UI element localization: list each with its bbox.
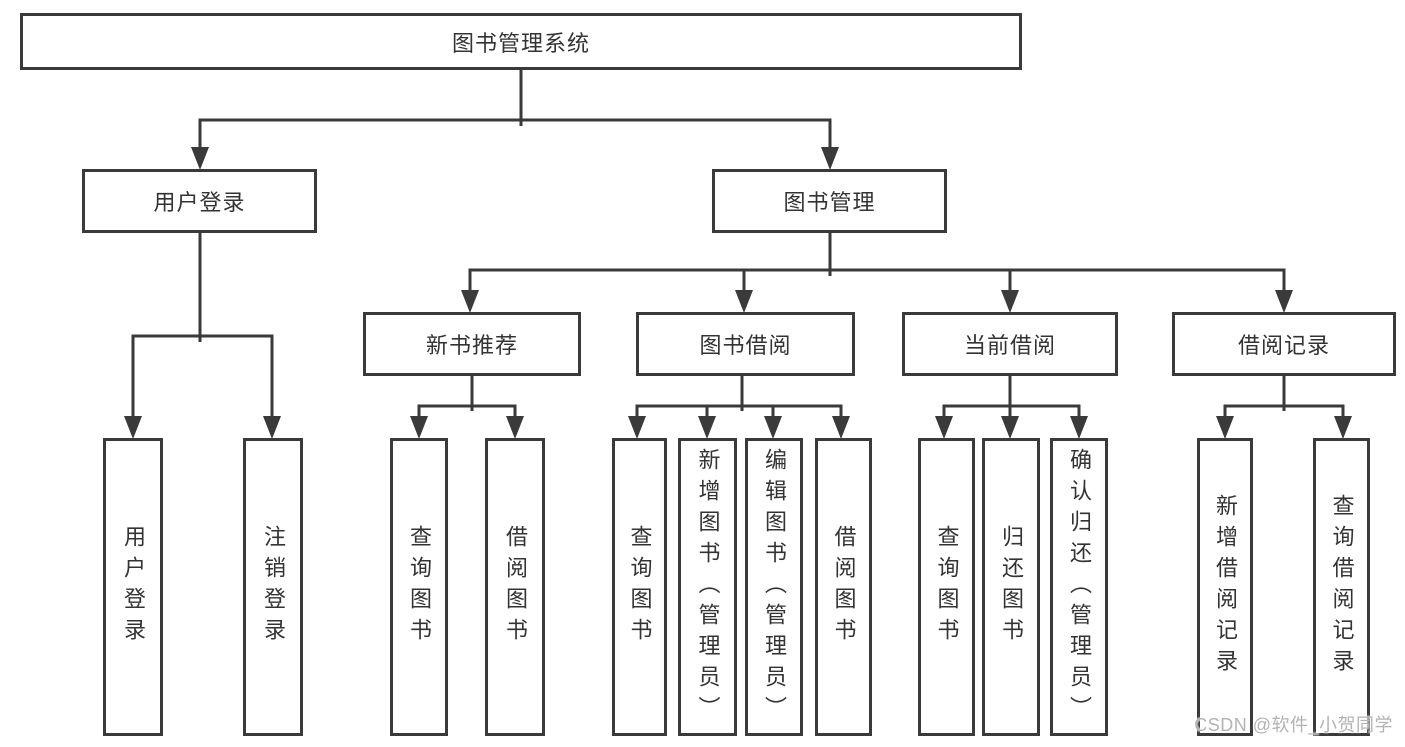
leaf-current-return-books-label: 归还图书	[999, 525, 1024, 649]
leaf-current-return-books: 归还图书	[982, 438, 1040, 736]
leaf-borrowing-add-books-admin: 新增图书（管理员）	[678, 438, 737, 736]
node-user-login: 用户登录	[82, 169, 317, 233]
node-current-borrowing: 当前借阅	[902, 312, 1118, 376]
leaf-newbook-borrow-books: 借阅图书	[485, 438, 545, 736]
leaf-borrowing-query-books-label: 查询图书	[627, 525, 653, 649]
node-new-book-recommendation: 新书推荐	[363, 312, 581, 376]
leaf-user-login: 用户登录	[103, 438, 163, 736]
leaf-records-add-record: 新增借阅记录	[1197, 438, 1253, 736]
leaf-borrowing-add-books-admin-label: 新增图书（管理员）	[695, 447, 721, 727]
node-borrowing-records: 借阅记录	[1172, 312, 1396, 376]
node-book-management: 图书管理	[712, 169, 947, 233]
leaf-newbook-query-books-label: 查询图书	[407, 525, 432, 649]
leaf-current-query-books: 查询图书	[918, 438, 975, 736]
leaf-current-query-books-label: 查询图书	[934, 525, 960, 649]
node-library-management-system: 图书管理系统	[20, 13, 1022, 70]
leaf-records-query-record-label: 查询借阅记录	[1329, 494, 1355, 680]
leaf-logout-label: 注销登录	[261, 525, 286, 649]
leaf-borrowing-borrow-books-label: 借阅图书	[831, 525, 857, 649]
leaf-borrowing-borrow-books: 借阅图书	[815, 438, 872, 736]
leaf-borrowing-query-books: 查询图书	[612, 438, 667, 736]
leaf-current-confirm-return-admin: 确认归还（管理员）	[1050, 438, 1108, 736]
node-book-borrowing: 图书借阅	[636, 312, 855, 376]
leaf-records-add-record-label: 新增借阅记录	[1213, 494, 1238, 680]
leaf-current-confirm-return-admin-label: 确认归还（管理员）	[1067, 447, 1092, 727]
leaf-borrowing-edit-books-admin: 编辑图书（管理员）	[745, 438, 803, 736]
leaf-logout: 注销登录	[243, 438, 303, 736]
leaf-user-login-label: 用户登录	[121, 525, 146, 649]
leaf-borrowing-edit-books-admin-label: 编辑图书（管理员）	[762, 447, 787, 727]
leaf-records-query-record: 查询借阅记录	[1313, 438, 1370, 736]
leaf-newbook-borrow-books-label: 借阅图书	[503, 525, 528, 649]
leaf-newbook-query-books: 查询图书	[390, 438, 448, 736]
